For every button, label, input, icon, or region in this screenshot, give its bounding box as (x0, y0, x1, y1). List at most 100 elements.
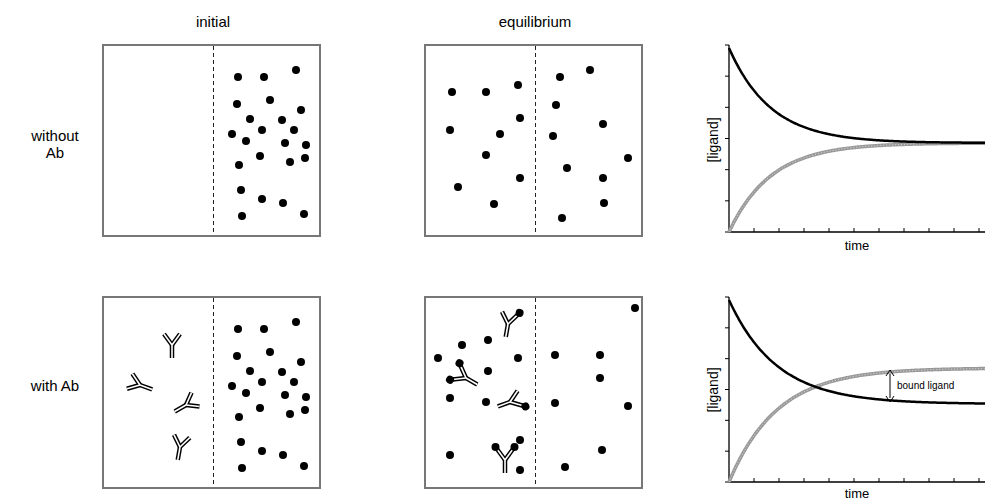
ligand-dot (281, 391, 289, 399)
axis-title: [ligand] (705, 117, 721, 162)
ligand-dot (516, 174, 524, 182)
ligand-dot (624, 154, 632, 162)
ligand-dot (563, 164, 571, 172)
ligand-dot (496, 130, 504, 138)
ligand-dot (301, 154, 309, 162)
bound-ligand-dot (454, 358, 465, 369)
ligand-dot (266, 96, 274, 104)
ligand-dot (551, 399, 559, 407)
ligand-dot (237, 438, 245, 446)
dialysis-chamber (425, 297, 642, 488)
ligand-dot (290, 378, 298, 386)
membrane (213, 46, 214, 235)
antibody (445, 358, 484, 396)
ligand-dot (266, 348, 274, 356)
ligand-side-curve (729, 300, 985, 403)
ligand-dot (516, 466, 524, 474)
ligand-dot (446, 451, 454, 459)
ligand-dot (586, 66, 594, 74)
axis-title: [ligand] (705, 367, 721, 412)
ligand-dot (256, 152, 264, 160)
membrane (535, 298, 536, 487)
row-heading: without Ab (24, 127, 86, 162)
ligand-dot (292, 318, 300, 326)
ligand-dot (279, 199, 287, 207)
ligand-dot (434, 354, 442, 362)
ligand-dot (286, 158, 294, 166)
ligand-dot (278, 368, 286, 376)
ligand-dot (286, 410, 294, 418)
ligand-dot (228, 130, 236, 138)
dialysis-chamber (103, 297, 320, 488)
ligand-dot (228, 382, 236, 390)
axis-title: time (845, 487, 870, 502)
ligand-dot (234, 325, 242, 333)
ligand-dot (482, 88, 490, 96)
ligand-dot (278, 116, 286, 124)
double-arrow (886, 370, 894, 402)
antibody (495, 389, 531, 419)
concentration-chart (725, 297, 985, 482)
bound-ligand-dot (492, 443, 500, 451)
ligand-dot (302, 393, 310, 401)
bound-ligand-dot (515, 308, 524, 317)
antibody (492, 443, 519, 473)
concentration-chart (725, 45, 985, 232)
ligand-dot (302, 141, 310, 149)
antibody (171, 393, 200, 419)
ligand-dot (235, 413, 243, 421)
ligand-dot (624, 402, 632, 410)
ligand-dot (237, 186, 245, 194)
ligand-dot (599, 120, 607, 128)
ligand-dot (258, 126, 266, 134)
ligand-dot (484, 367, 492, 375)
ligand-dot (290, 126, 298, 134)
axis-title: time (845, 239, 870, 254)
antibody-side-curve (729, 369, 985, 482)
bound-ligand-dot (520, 401, 530, 411)
ligand-dot (246, 367, 254, 375)
ligand-dot (300, 210, 308, 218)
column-heading: equilibrium (499, 13, 572, 30)
ligand-dot (258, 378, 266, 386)
membrane (535, 46, 536, 235)
ligand-dot (301, 406, 309, 414)
annotation: bound ligand (897, 380, 954, 392)
ligand-dot (482, 151, 490, 159)
ligand-dot (558, 214, 566, 222)
ligand-dot (561, 463, 569, 471)
antibody (498, 306, 524, 339)
bound-ligand-dot (511, 443, 519, 451)
ligand-dot (484, 336, 492, 344)
ligand-dot (552, 101, 560, 109)
ligand-dot (260, 325, 268, 333)
antibody (127, 374, 155, 397)
ligand-dot (233, 352, 241, 360)
ligand-dot (600, 199, 608, 207)
ligand-dot (448, 88, 456, 96)
ligand-dot (631, 304, 639, 312)
ligand-dot (482, 398, 490, 406)
ligand-dot (233, 100, 241, 108)
ligand-dot (297, 106, 305, 114)
bound-ligand-dot (445, 374, 456, 385)
ligand-dot (596, 351, 604, 359)
ligand-dot (446, 126, 454, 134)
ligand-dot (490, 200, 498, 208)
antibody (164, 334, 180, 358)
ligand-dot (256, 404, 264, 412)
ligand-dot (234, 73, 242, 81)
ligand-dot (235, 161, 243, 169)
ligand-dot (556, 73, 564, 81)
ligand-dot (292, 66, 300, 74)
dialysis-chamber (103, 45, 320, 236)
ligand-dot (238, 212, 246, 220)
ligand-dot (514, 81, 522, 89)
ligand-dot (258, 195, 266, 203)
ligand-dot (258, 447, 266, 455)
membrane (213, 298, 214, 487)
ligand-dot (242, 137, 250, 145)
ligand-dot (458, 341, 466, 349)
ligand-dot (596, 374, 604, 382)
